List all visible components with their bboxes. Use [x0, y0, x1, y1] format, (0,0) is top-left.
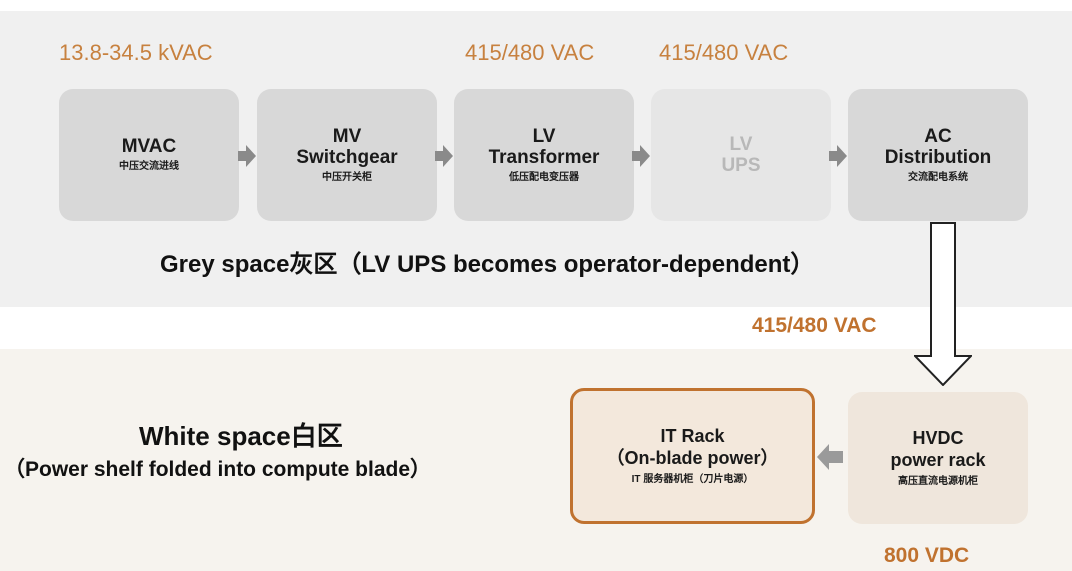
lv-transformer-subtitle: 低压配电变压器: [509, 171, 579, 183]
lv-ups-title: LV UPS: [721, 134, 761, 176]
flow-arrow-icon: [238, 145, 256, 167]
ac-distribution-subtitle: 交流配电系统: [908, 171, 968, 183]
white-space-title: White space白区: [139, 421, 343, 451]
link-voltage-label: 415/480 VAC: [752, 314, 877, 337]
left-arrow-icon: [817, 444, 843, 470]
hvdc-block: HVDC power rack 高压直流电源机柜: [848, 392, 1028, 524]
it-rack-subtitle: IT 服务器机柜（刀片电源）: [631, 474, 754, 485]
hvdc-subtitle: 高压直流电源机柜: [898, 476, 978, 487]
mv-voltage-label: 13.8-34.5 kVAC: [59, 40, 213, 65]
mvac-subtitle: 中压交流进线: [119, 161, 179, 172]
lv-transformer-voltage-label: 415/480 VAC: [465, 40, 595, 65]
it-rack-block: IT Rack （On-blade power） IT 服务器机柜（刀片电源）: [570, 388, 815, 524]
ac-distribution-block: AC Distribution 交流配电系统: [848, 89, 1028, 221]
mv-switchgear-title: MV Switchgear: [296, 125, 398, 168]
down-arrow-icon: [914, 222, 972, 386]
lv-ups-block: LV UPS: [651, 89, 831, 221]
dc-voltage-label: 800 VDC: [884, 544, 970, 567]
lv-ups-voltage-label: 415/480 VAC: [659, 40, 789, 65]
flow-arrow-icon: [829, 145, 847, 167]
lv-transformer-title: LV Transformer: [488, 125, 600, 168]
flow-arrow-icon: [435, 145, 453, 167]
mv-switchgear-subtitle: 中压开关柜: [322, 171, 372, 183]
hvdc-title: HVDC power rack: [890, 428, 986, 470]
ac-distribution-title: AC Distribution: [884, 125, 992, 168]
grey-space-caption: Grey space灰区（LV UPS becomes operator-dep…: [160, 251, 815, 278]
mvac-title: MVAC: [121, 136, 177, 157]
flow-arrow-icon: [632, 145, 650, 167]
lv-transformer-block: LV Transformer 低压配电变压器: [454, 89, 634, 221]
mvac-block: MVAC 中压交流进线: [59, 89, 239, 221]
it-rack-title: IT Rack （On-blade power）: [606, 426, 779, 468]
mv-switchgear-block: MV Switchgear 中压开关柜: [257, 89, 437, 221]
white-space-subtitle: （Power shelf folded into compute blade）: [4, 458, 432, 481]
